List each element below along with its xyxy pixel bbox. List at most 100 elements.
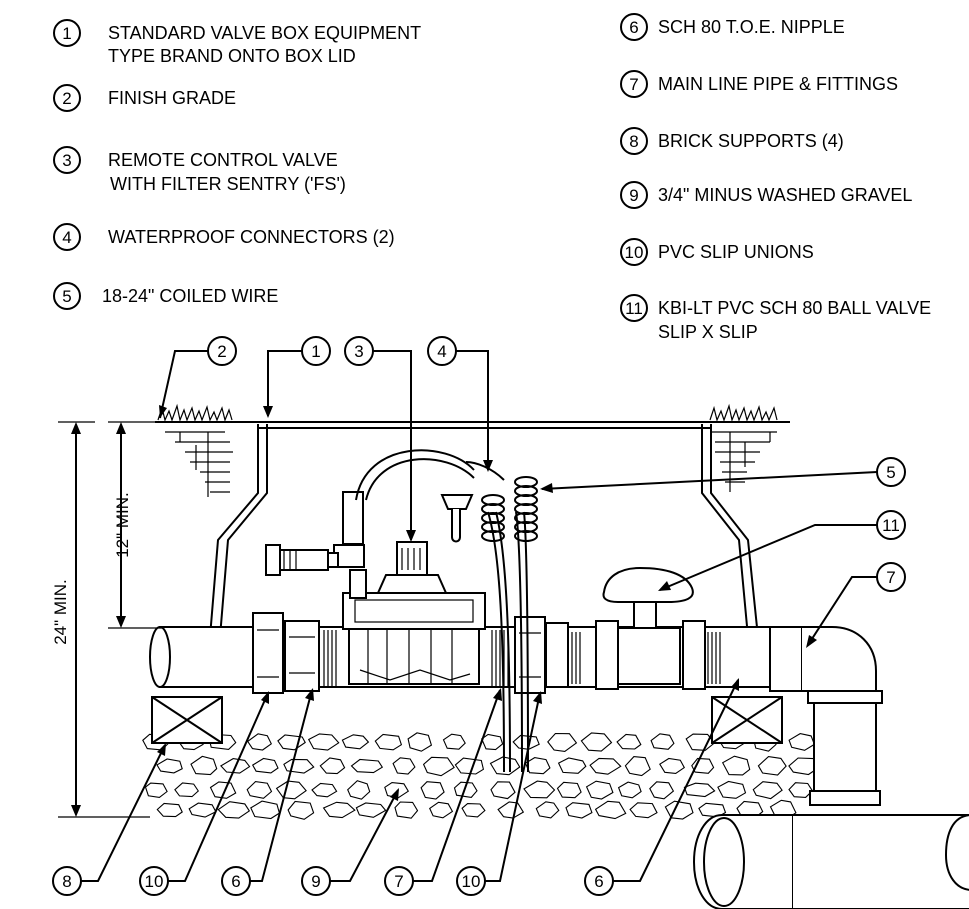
legend-number: 2 <box>62 89 71 108</box>
svg-text:7: 7 <box>886 568 895 587</box>
gravel-stone <box>217 801 251 819</box>
legend-number: 10 <box>625 243 644 262</box>
gravel-stone <box>422 756 455 777</box>
dimension-label-24: 24" MIN. <box>51 579 70 645</box>
legend-text: WITH FILTER SENTRY ('FS') <box>110 174 346 194</box>
gravel-stone <box>319 757 346 775</box>
svg-text:1: 1 <box>311 342 320 361</box>
gravel-stone <box>788 782 814 798</box>
coiled-wire <box>481 476 538 542</box>
gravel-stone <box>659 757 686 774</box>
gravel-stone <box>144 782 168 798</box>
legend-number: 7 <box>629 75 638 94</box>
remote-control-valve <box>265 491 486 685</box>
gravel-stone <box>685 733 716 751</box>
callout-top-2: 2 <box>159 336 237 419</box>
svg-text:4: 4 <box>437 342 446 361</box>
gravel-stone <box>683 782 716 798</box>
dimension-12-min: 12" MIN. <box>108 421 162 629</box>
gravel-stone <box>650 733 675 750</box>
gravel-stone <box>489 756 521 776</box>
legend-number: 6 <box>629 18 638 37</box>
gravel-bed <box>142 727 822 821</box>
callout-bottom-9: 9 <box>301 788 399 896</box>
svg-text:6: 6 <box>231 872 240 891</box>
gravel-stone <box>752 781 783 800</box>
gravel-stone <box>322 801 356 819</box>
legend-text: 3/4" MINUS WASHED GRAVEL <box>658 185 912 205</box>
legend-text: SLIP X SLIP <box>658 322 758 342</box>
gravel-stone <box>629 802 658 819</box>
gravel-stone <box>557 757 587 774</box>
legend-item-9: 9 3/4" MINUS WASHED GRAVEL <box>620 181 912 209</box>
brick-support-left <box>151 696 223 744</box>
gravel-stone <box>246 781 273 799</box>
gravel-stone <box>188 802 217 818</box>
gravel-stone <box>341 734 370 750</box>
gravel-stone <box>156 758 183 774</box>
gravel-stone <box>523 780 556 799</box>
legend-item-6: 6 SCH 80 T.O.E. NIPPLE <box>620 13 845 41</box>
finish-grade <box>155 403 790 497</box>
legend-text: STANDARD VALVE BOX EQUIPMENT <box>108 23 421 43</box>
legend-number: 4 <box>62 228 71 247</box>
gravel-stone <box>565 802 593 819</box>
legend-item-8: 8 BRICK SUPPORTS (4) <box>620 127 844 155</box>
legend-number: 9 <box>629 186 638 205</box>
legend-text: WATERPROOF CONNECTORS (2) <box>108 227 395 247</box>
legend-text: MAIN LINE PIPE & FITTINGS <box>658 74 898 94</box>
valve-box <box>209 421 759 638</box>
legend-text: TYPE BRAND ONTO BOX LID <box>108 46 356 66</box>
callout-bottom-6-right: 6 <box>584 678 739 896</box>
legend-number: 5 <box>62 287 71 306</box>
legend-item-5: 5 18-24" COILED WIRE <box>53 282 278 310</box>
gravel-stone <box>250 800 281 820</box>
callout-top-4: 4 <box>427 336 493 472</box>
gravel-stone <box>547 732 578 752</box>
gravel-stone <box>350 758 384 774</box>
legend-number: 11 <box>625 299 643 318</box>
callout-right-5: 5 <box>540 457 906 493</box>
gravel-stone <box>307 733 340 751</box>
gravel-stone <box>311 782 338 798</box>
gravel-stone <box>190 755 218 776</box>
svg-text:5: 5 <box>886 463 895 482</box>
callout-bottom-7: 7 <box>384 688 502 896</box>
legend-text: SCH 80 T.O.E. NIPPLE <box>658 17 845 37</box>
legend-item-4: 4 WATERPROOF CONNECTORS (2) <box>53 223 395 251</box>
gravel-stone <box>442 733 466 750</box>
legend-number: 1 <box>62 24 71 43</box>
gravel-stone <box>251 757 279 774</box>
gravel-stone <box>788 733 816 751</box>
gravel-stone <box>453 781 478 798</box>
callout-bottom-10-right: 10 <box>456 691 542 896</box>
gravel-stone <box>624 756 651 777</box>
legend-item-1: 1 STANDARD VALVE BOX EQUIPMENT TYPE BRAN… <box>53 19 421 66</box>
svg-text:11: 11 <box>882 516 900 535</box>
dimension-label-12: 12" MIN. <box>113 492 132 558</box>
svg-text:7: 7 <box>394 872 403 891</box>
gravel-stone <box>156 802 183 818</box>
svg-text:8: 8 <box>62 872 71 891</box>
callout-right-11: 11 <box>658 510 906 591</box>
callout-top-1: 1 <box>263 336 331 418</box>
gravel-stone <box>355 802 387 818</box>
gravel-stone <box>394 801 419 819</box>
gravel-stone <box>556 781 582 799</box>
svg-text:10: 10 <box>145 872 164 891</box>
svg-text:9: 9 <box>311 872 320 891</box>
wire-coil-loop <box>514 530 538 542</box>
gravel-stone <box>594 800 627 820</box>
legend-text: KBI-LT PVC SCH 80 BALL VALVE <box>658 298 931 318</box>
callout-top-3: 3 <box>344 336 416 542</box>
svg-text:3: 3 <box>354 342 363 361</box>
legend-text: BRICK SUPPORTS (4) <box>658 131 844 151</box>
gravel-stone <box>757 756 787 776</box>
legend-text: PVC SLIP UNIONS <box>658 242 814 262</box>
callout-bottom-8: 8 <box>52 743 166 896</box>
gravel-stone <box>429 801 454 819</box>
wire-coil-loop <box>481 530 505 542</box>
gravel-stone <box>589 757 622 775</box>
